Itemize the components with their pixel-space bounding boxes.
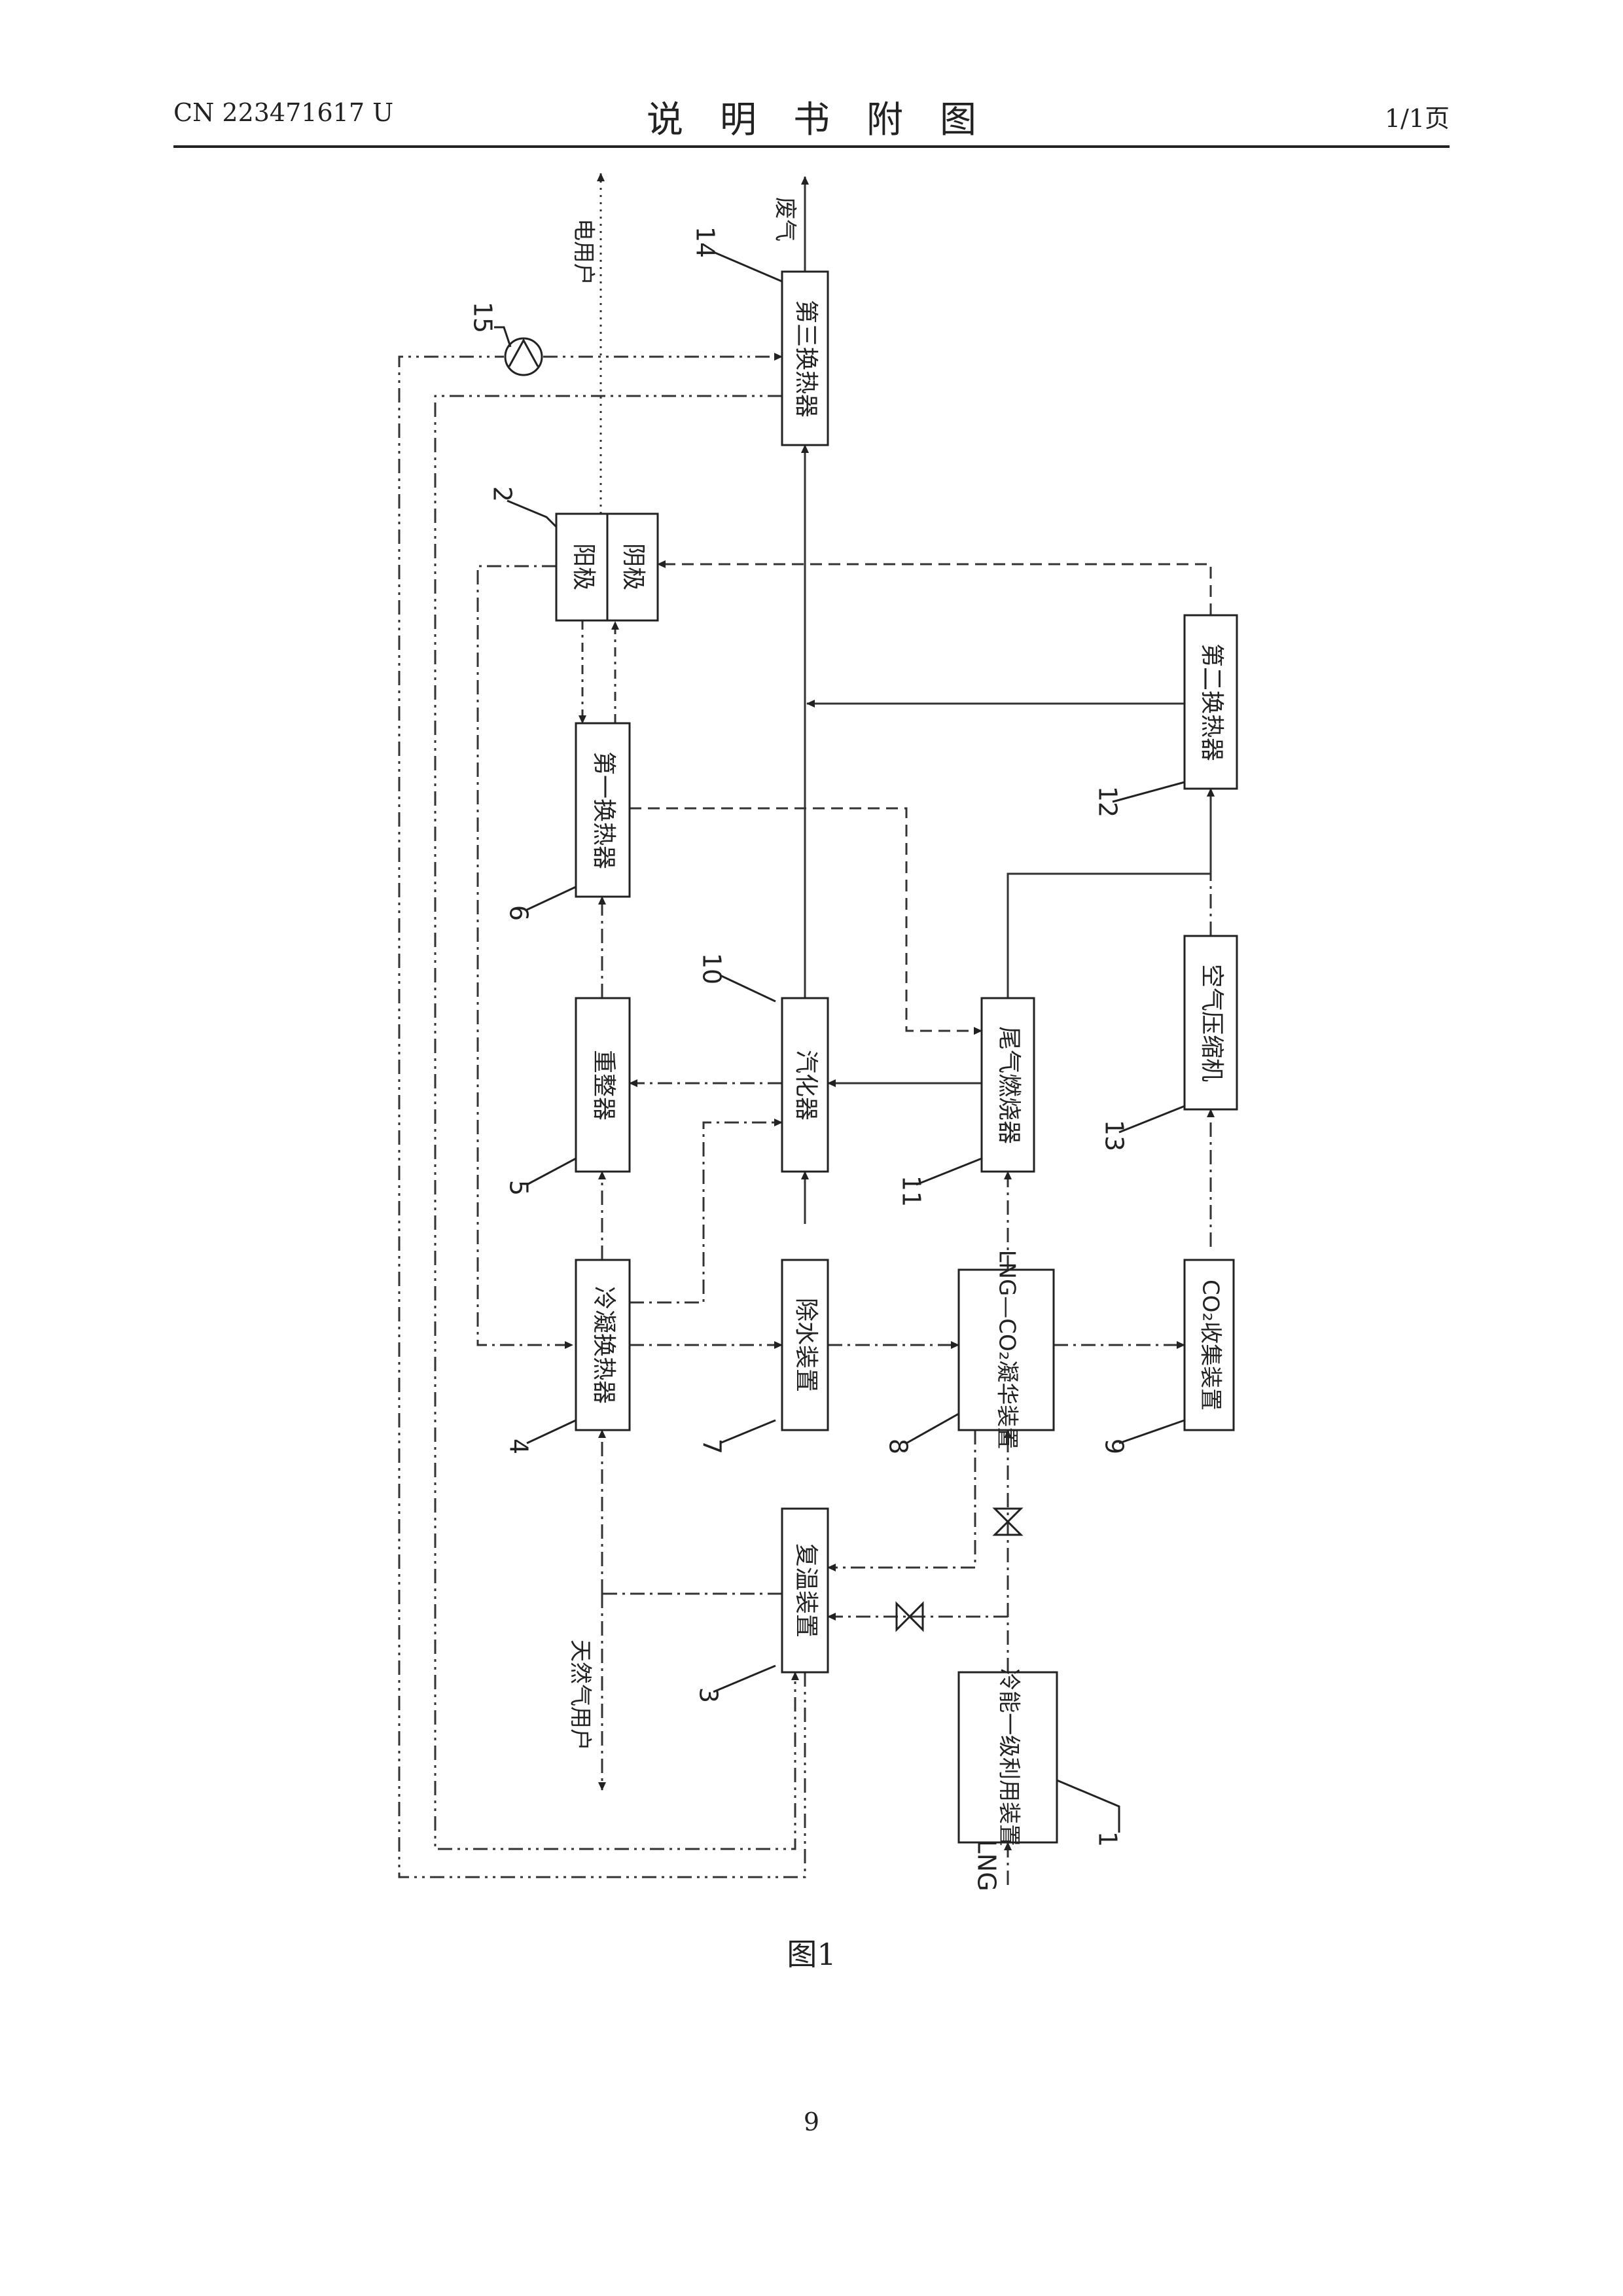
pump-icon: [505, 338, 542, 375]
component-number: 7: [698, 1439, 726, 1454]
component-number: 9: [1100, 1439, 1129, 1454]
co2-collection-label: CO₂收集装置: [1198, 1280, 1224, 1410]
reheating-device-label: 复温装置: [793, 1543, 819, 1638]
second-heat-exchanger-label: 第二换热器: [1198, 643, 1225, 761]
exhaust-label: 废气: [772, 197, 798, 242]
natural-gas-user-label: 天然气用户: [567, 1640, 594, 1751]
air-compressor-label: 空气压缩机: [1198, 964, 1225, 1082]
condenser-to-vaporizer-line: [630, 1122, 782, 1302]
lng-input-label: LNG: [972, 1839, 1001, 1891]
vaporizer-label: 汽化器: [793, 1050, 819, 1121]
component-number: 8: [884, 1439, 913, 1454]
component-number: 3: [694, 1687, 723, 1703]
first-heat-exchanger-label: 第一换热器: [590, 751, 617, 869]
water-removal-label: 除水装置: [793, 1298, 819, 1392]
anode-label: 阳极: [570, 543, 597, 590]
cathode-label: 阴极: [620, 543, 647, 590]
component-number: 14: [691, 226, 720, 258]
lng-co2-desublimation-label: LNG—CO₂凝华装置: [994, 1250, 1020, 1450]
component-number: 10: [698, 953, 726, 984]
anode-offgas-to-condenser-line: [478, 566, 573, 1345]
component-number: 12: [1094, 786, 1122, 817]
component-number: 1: [1094, 1831, 1122, 1847]
component-number: 15: [469, 302, 497, 333]
reformer-label: 重整器: [590, 1050, 617, 1121]
cold-energy-unit-label: 冷能一级利用装置: [996, 1668, 1022, 1846]
component-number: 5: [505, 1180, 533, 1196]
component-number: 6: [505, 905, 533, 921]
component-number: 11: [897, 1175, 926, 1207]
page-number: 9: [0, 2108, 1623, 2136]
condensing-heat-exchanger-label: 冷凝换热器: [590, 1286, 617, 1404]
third-heat-exchanger-label: 第三换热器: [793, 300, 819, 418]
burner-to-second-hx-line: [1008, 789, 1211, 998]
figure-caption: 图1: [0, 1931, 1623, 1974]
electric-user-label: 电用户: [571, 219, 597, 285]
component-number: 13: [1100, 1120, 1129, 1151]
second-hx-to-cathode-line: [658, 564, 1211, 615]
component-number: 4: [505, 1439, 533, 1454]
component-number: 2: [488, 486, 517, 502]
tail-gas-burner-label: 尾气燃烧器: [995, 1026, 1022, 1144]
